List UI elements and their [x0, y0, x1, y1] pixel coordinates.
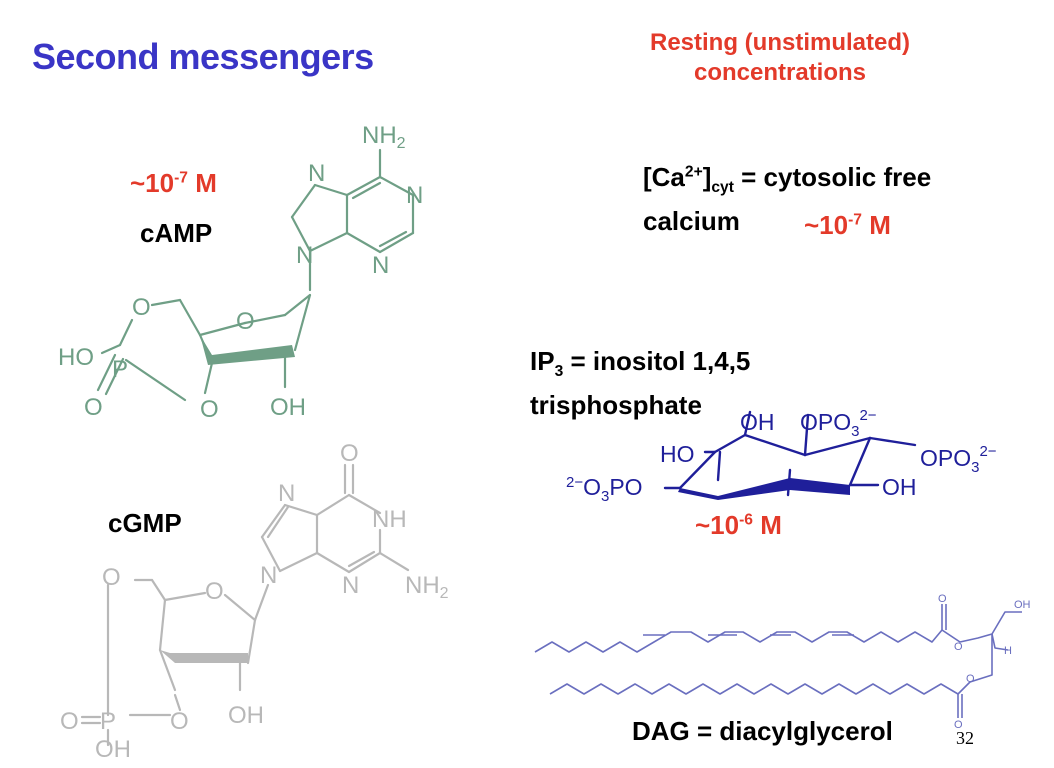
cgmp-atom-o6: O [340, 440, 359, 467]
dag-atom-carbonyl-oxygen-2: O [954, 719, 963, 730]
camp-atom-o3: O [200, 396, 219, 423]
camp-atom-ring-oxygen: O [236, 308, 255, 335]
camp-label: cAMP [140, 218, 213, 248]
camp-atom-o5: O [132, 294, 151, 321]
camp-atom-nh2: NH2 [362, 122, 406, 152]
cgmp-atom-nh2: NH2 [405, 572, 449, 602]
ip3-structure: OH OPO32− HO OPO32− 2−O3PO OH [566, 407, 997, 505]
page-number: 32 [956, 728, 974, 748]
camp-atom-n7: N [308, 160, 325, 187]
ip3-atom-oh-top: OH [740, 409, 775, 435]
ip3-definition: IP3 = inositol 1,4,5 [530, 346, 751, 381]
ip3-atom-opo3-right: OPO32− [920, 443, 997, 476]
ip3-atom-ho-left: HO [660, 441, 695, 467]
cgmp-atom-o3: O [170, 708, 189, 735]
cgmp-atom-o5: O [102, 564, 121, 591]
camp-concentration: ~10-7 M [130, 168, 217, 198]
camp-atom-double-oxygen: O [84, 394, 103, 421]
camp-atom-oh: OH [270, 394, 306, 421]
camp-atom-n9: N [296, 242, 313, 269]
cgmp-label: cGMP [108, 508, 182, 538]
ip3-atom-opo3-top: OPO32− [800, 407, 877, 440]
calcium-definition: [Ca2+]cyt = cytosolic free [643, 162, 932, 197]
dag-atom-oh: OH [1014, 599, 1031, 611]
concentrations-heading: Resting (unstimulated) concentrations [580, 28, 980, 88]
ip3-atom-o3po-left: 2−O3PO [566, 474, 643, 505]
cgmp-atom-n9: N [260, 562, 277, 589]
cgmp-atom-n7: N [278, 480, 295, 507]
cgmp-atom-double-oxygen: O [60, 708, 79, 735]
dag-atom-h: H [1004, 645, 1012, 657]
dag-atom-ester-oxygen-2: O [966, 673, 975, 685]
concentrations-heading-line1: Resting (unstimulated) [649, 29, 910, 56]
cgmp-atom-oh-phosphate: OH [95, 736, 131, 763]
slide-title: Second messengers [32, 36, 374, 77]
dag-atom-ester-oxygen-1: O [954, 641, 963, 653]
ip3-atom-oh-bottom: OH [882, 474, 917, 500]
cgmp-atom-n3: N [342, 572, 359, 599]
dag-label: DAG = diacylglycerol [632, 716, 893, 746]
ip3-concentration: ~10-6 M [695, 510, 782, 540]
dag-structure: OH O H O O O [534, 593, 1031, 730]
cgmp-atom-phosphorus: P [100, 708, 116, 735]
camp-atom-n3: N [372, 252, 389, 279]
camp-atom-n1: N [406, 182, 423, 209]
cgmp-atom-ring-oxygen: O [205, 578, 224, 605]
camp-atom-phosphorus: P [112, 356, 128, 383]
dag-atom-carbonyl-oxygen-1: O [938, 593, 947, 605]
concentrations-heading-line2: concentrations [693, 59, 867, 86]
cgmp-atom-nh: NH [372, 506, 407, 533]
cgmp-atom-oh: OH [228, 702, 264, 729]
calcium-concentration: ~10-7 M [804, 210, 891, 240]
cgmp-structure: O N NH N N NH2 O O O P O OH OH [60, 440, 449, 763]
camp-structure: NH2 N N N N O O HO P O O OH [58, 122, 423, 423]
ip3-definition-line2: trisphosphate [530, 390, 702, 420]
calcium-definition-line2: calcium [643, 206, 740, 236]
camp-atom-ho: HO [58, 344, 94, 371]
